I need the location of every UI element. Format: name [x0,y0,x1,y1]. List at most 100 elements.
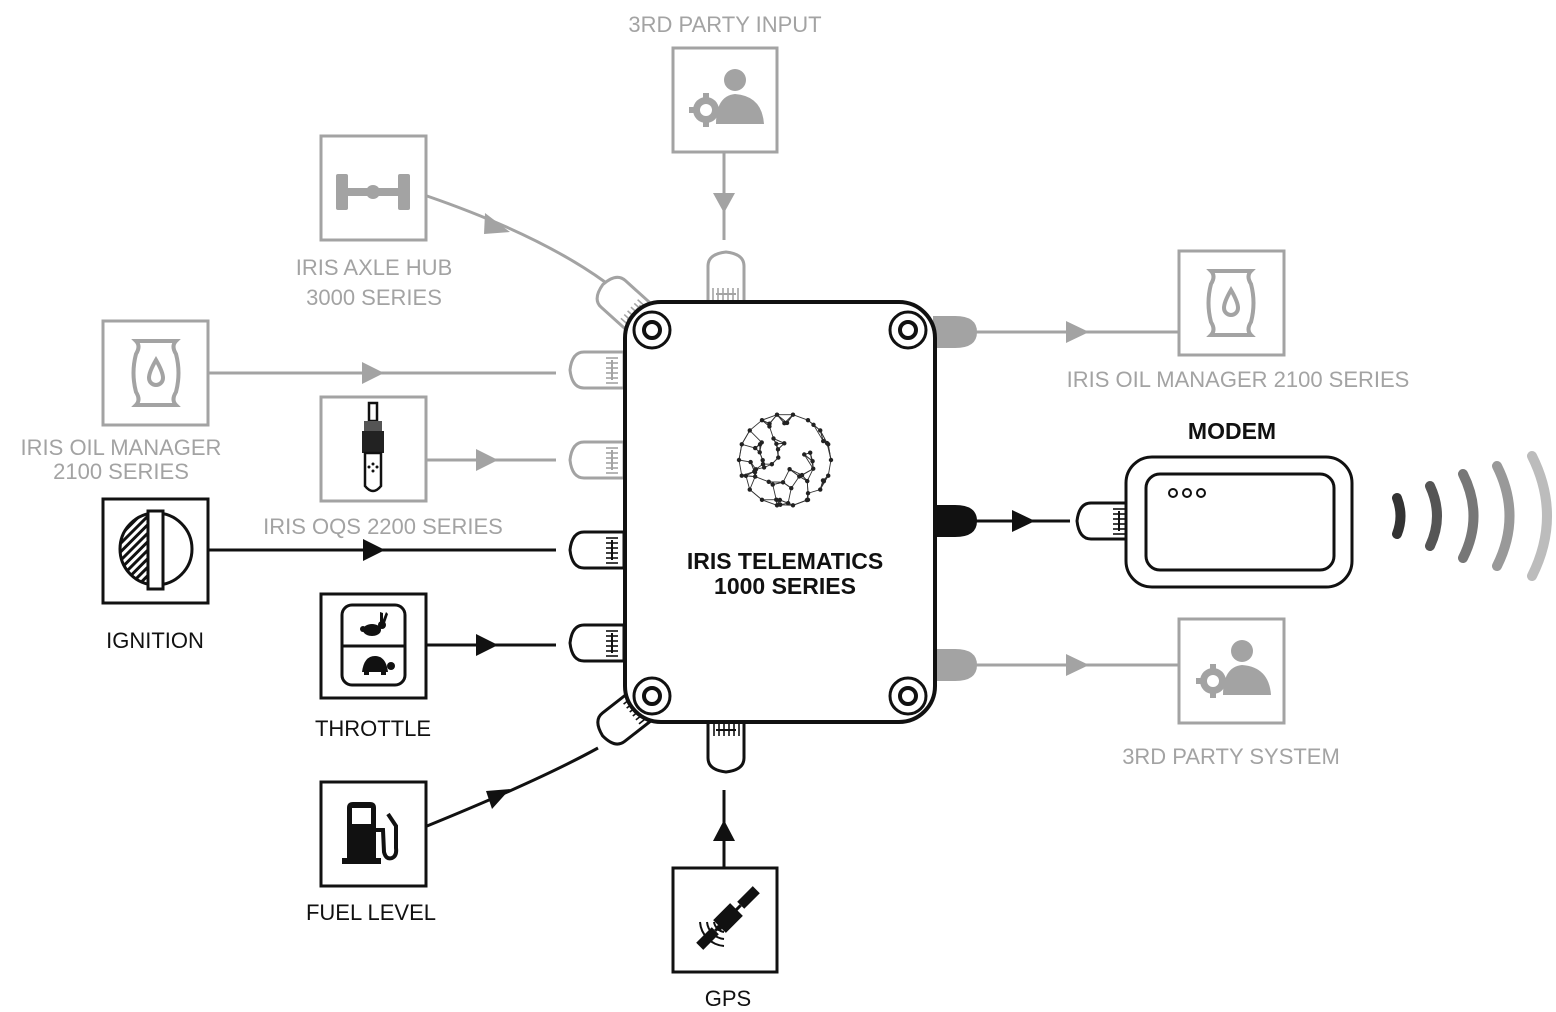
wireless-signal-icon [1397,456,1547,576]
mounting-hole [634,312,670,348]
network-node [771,482,775,486]
network-node [740,474,744,478]
network-node [775,503,779,507]
network-node [797,474,801,478]
network-node [782,421,786,425]
network-node [806,498,810,502]
network-node [758,450,762,454]
network-node [776,455,780,459]
modem-led [1197,489,1205,497]
axle-hub-label-line1: IRIS AXLE HUB [270,255,478,281]
ignition-connection [208,539,556,561]
network-node [776,447,780,451]
modem-connection [975,510,1070,532]
network-node [770,462,774,466]
plug-oqs [570,442,624,478]
network-node [778,498,782,502]
network-node [818,428,822,432]
network-node [805,479,809,483]
network-node [775,412,779,416]
network-node [802,452,806,456]
network-node [786,501,790,505]
network-node [791,412,795,416]
third-party-system-connection [975,654,1178,676]
network-node [760,498,764,502]
oil-manager-right-label: IRIS OIL MANAGER 2100 SERIES [1048,367,1428,393]
socket-oil-manager-right [933,316,977,348]
network-node [818,487,822,491]
modem-led [1169,489,1177,497]
network-node [760,418,764,422]
plug-throttle [570,625,624,661]
plug-gps [708,718,744,772]
network-node [789,486,793,490]
network-node [826,474,830,478]
modem-led [1183,489,1191,497]
network-node [826,442,830,446]
network-node [822,479,826,483]
third-party-system-box [1179,619,1284,723]
plug-ignition [570,532,624,568]
oil-manager-left-connection [208,362,556,384]
network-node [753,446,757,450]
oil-manager-right-box [1179,251,1284,355]
hub-title: IRIS TELEMATICS 1000 SERIES [640,549,930,599]
network-node [787,467,791,471]
network-node [781,480,785,484]
network-node [829,458,833,462]
oqs-label: IRIS OQS 2200 SERIES [250,514,516,540]
rabbit-turtle-icon [342,605,405,685]
network-node [748,460,752,464]
throttle-connection [427,634,556,656]
third-party-input-box [673,48,777,152]
network-node [767,421,771,425]
ignition-label: IGNITION [80,628,230,654]
network-node [737,458,741,462]
oil-manager-left-label-line1: IRIS OIL MANAGER [10,435,232,461]
throttle-label: THROTTLE [296,716,450,742]
gps-connection [713,790,735,868]
mounting-hole [890,312,926,348]
network-node [811,423,815,427]
network-node [808,451,812,455]
mounting-hole [890,678,926,714]
third-party-system-label: 3RD PARTY SYSTEM [1100,744,1362,770]
oil-manager-left-label-line2: 2100 SERIES [10,459,232,485]
fuel-level-box [321,782,426,886]
mounting-hole [634,678,670,714]
oil-manager-right-connection [975,321,1178,343]
network-node [811,467,815,471]
network-node [748,487,752,491]
throttle-box [321,594,426,698]
third-party-input-label: 3RD PARTY INPUT [600,12,850,38]
plug-modem [1077,503,1131,539]
network-node [748,428,752,432]
network-node [744,474,748,478]
modem-device [1126,457,1352,587]
network-node [761,462,765,466]
network-node [760,440,764,444]
network-node [771,436,775,440]
network-node [754,467,758,471]
oqs-box [321,397,426,501]
gps-label: GPS [680,986,776,1012]
network-node [767,480,771,484]
network-node [806,418,810,422]
gps-box [673,868,777,972]
axle-hub-label-line2: 3000 SERIES [270,285,478,311]
network-node [740,442,744,446]
socket-third-party-system [933,649,977,681]
hub-title-line2: 1000 SERIES [640,574,930,599]
oqs-connection [427,449,556,471]
network-node [806,491,810,495]
fuel-level-label: FUEL LEVEL [288,900,454,926]
network-node [760,458,764,462]
network-node [791,503,795,507]
network-node [810,459,814,463]
modem-title: MODEM [1160,418,1304,445]
plug-third-party-input [708,252,744,306]
fuel-level-connection [427,748,598,826]
telematics-hub [625,302,935,722]
ignition-box [103,499,208,603]
socket-modem [933,505,977,537]
